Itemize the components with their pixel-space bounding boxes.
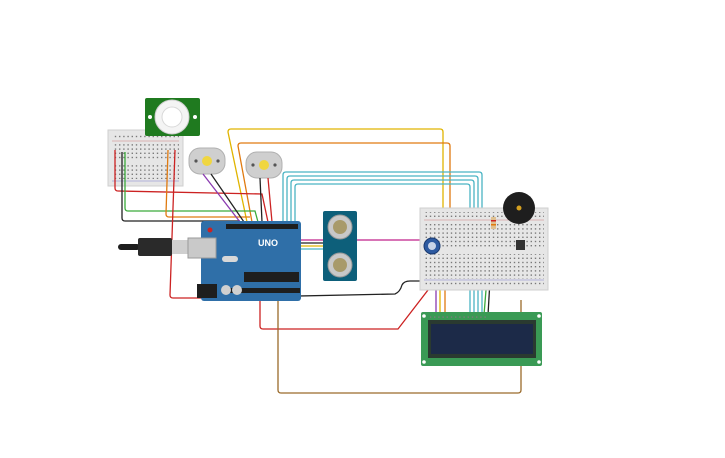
mini-breadboard[interactable] xyxy=(107,129,184,187)
lcd-16x2[interactable] xyxy=(421,312,542,366)
arduino-brand-label: UNO xyxy=(258,238,278,248)
resistor[interactable] xyxy=(491,217,496,229)
usb-cable[interactable] xyxy=(118,238,188,256)
small-component[interactable] xyxy=(516,240,525,250)
arduino-uno[interactable]: UNO xyxy=(187,221,301,301)
pir-motion-sensor[interactable] xyxy=(145,98,200,136)
ultrasonic-sensor[interactable] xyxy=(323,211,357,281)
dc-motor-1[interactable] xyxy=(188,147,226,175)
dc-motor-2[interactable] xyxy=(245,151,283,179)
piezo-buzzer[interactable] xyxy=(503,192,535,224)
potentiometer[interactable] xyxy=(423,237,441,255)
